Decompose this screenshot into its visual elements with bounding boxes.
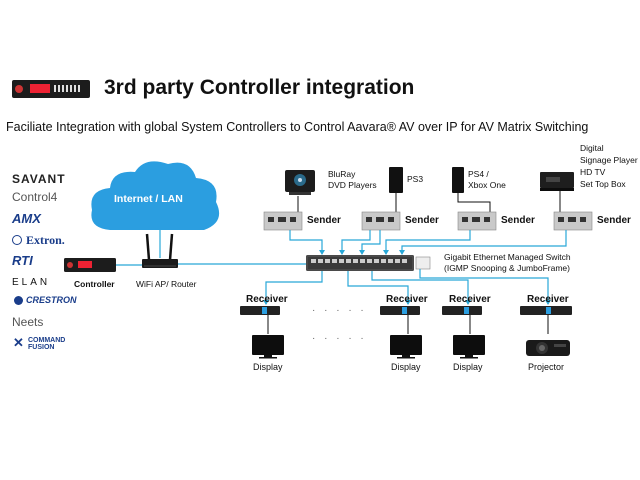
sender-device-2 xyxy=(361,211,401,231)
cloud-label: Internet / LAN xyxy=(114,193,183,205)
brand-extron: Extron. xyxy=(26,233,65,247)
source-label-signage-2: Signage Player xyxy=(580,155,638,165)
receiver-label-2: Receiver xyxy=(386,294,428,305)
source-label-bluray-1: BluRay xyxy=(328,169,356,179)
receiver-label-3: Receiver xyxy=(449,294,491,305)
sender-label-1: Sender xyxy=(307,215,341,226)
source-label-bluray-2: DVD Players xyxy=(328,180,377,190)
source-label-signage-1: Digital xyxy=(580,143,604,153)
crestron-swirl-icon xyxy=(14,296,23,305)
display-icon-3 xyxy=(453,335,485,359)
source-label-ps4-2: Xbox One xyxy=(468,180,506,190)
bluray-player-icon xyxy=(285,170,315,195)
output-label-3: Display xyxy=(453,362,483,372)
sender-device-1 xyxy=(263,211,303,231)
ellipsis-dots-1: · · · · · xyxy=(312,305,367,316)
brand-crestron: CRESTRON xyxy=(26,295,77,305)
commandfusion-x-icon: ✕ xyxy=(13,335,24,350)
page-subtitle: Faciliate Integration with global System… xyxy=(6,120,589,134)
receiver-label-4: Receiver xyxy=(527,294,569,305)
brand-amx: AMX xyxy=(12,211,41,226)
sender-device-4 xyxy=(553,211,593,231)
brand-neets: Neets xyxy=(12,315,44,329)
output-label-4: Projector xyxy=(528,362,565,372)
sender-label-2: Sender xyxy=(405,215,439,226)
receiver-device-3 xyxy=(442,306,482,315)
sender-label-3: Sender xyxy=(501,215,535,226)
receiver-device-4 xyxy=(520,306,572,315)
receiver-device-1 xyxy=(240,306,280,315)
switch-label-1: Gigabit Ethernet Managed Switch xyxy=(444,252,571,262)
router-icon xyxy=(142,233,178,268)
display-icon-2 xyxy=(390,335,422,359)
switch-label-2: (IGMP Snooping & JumboFrame) xyxy=(444,263,570,273)
output-label-2: Display xyxy=(391,362,421,372)
cloud-icon xyxy=(91,161,220,230)
header-device-icon xyxy=(12,80,90,98)
router-label: WiFi AP/ Router xyxy=(136,279,197,289)
display-icon-1 xyxy=(252,335,284,359)
receiver-label-1: Receiver xyxy=(246,294,288,305)
brand-elan: ELAN xyxy=(12,277,51,288)
controller-label: Controller xyxy=(74,279,115,289)
extron-globe-icon xyxy=(12,235,22,245)
brand-commandfusion: COMMAND FUSION xyxy=(28,337,66,351)
source-label-ps4-1: PS4 / xyxy=(468,169,489,179)
brand-control4: Control4 xyxy=(12,190,58,204)
receiver-device-2 xyxy=(380,306,420,315)
set-top-box-icon xyxy=(540,172,574,191)
ps4-icon xyxy=(452,167,464,193)
network-switch-icon xyxy=(306,255,414,271)
brand-savant: SAVANT xyxy=(12,172,66,186)
controller-device-icon xyxy=(64,258,116,272)
page-title: 3rd party Controller integration xyxy=(104,76,415,99)
brand-rti: RTI xyxy=(12,253,33,268)
source-label-ps3: PS3 xyxy=(407,174,424,184)
ps3-icon xyxy=(389,167,403,193)
output-label-1: Display xyxy=(253,362,283,372)
sender-label-4: Sender xyxy=(597,215,631,226)
source-label-signage-4: Set Top Box xyxy=(580,179,626,189)
projector-icon xyxy=(526,340,570,356)
sender-device-3 xyxy=(457,211,497,231)
ellipsis-dots-2: · · · · · xyxy=(312,333,367,344)
source-label-signage-3: HD TV xyxy=(580,167,606,177)
